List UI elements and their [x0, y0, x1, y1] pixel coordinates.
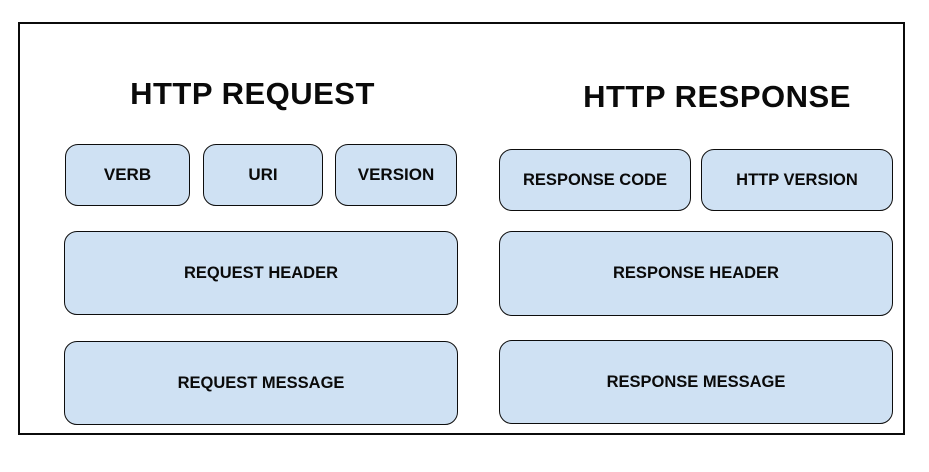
node-response-header-label: RESPONSE HEADER: [613, 264, 779, 283]
node-response-header: RESPONSE HEADER: [499, 231, 893, 316]
node-verb: VERB: [65, 144, 190, 206]
node-http-version-label: HTTP VERSION: [736, 170, 858, 189]
node-uri: URI: [203, 144, 323, 206]
node-request-message: REQUEST MESSAGE: [64, 341, 458, 425]
http-request-title: HTTP REQUEST: [130, 76, 375, 111]
node-uri-label: URI: [248, 164, 278, 184]
node-response-code-label: RESPONSE CODE: [523, 170, 667, 189]
node-response-message-label: RESPONSE MESSAGE: [606, 372, 786, 391]
diagram-frame: HTTP REQUEST VERB URI VERSION REQUEST HE…: [18, 22, 905, 435]
node-response-message: RESPONSE MESSAGE: [499, 340, 893, 424]
node-response-code: RESPONSE CODE: [499, 149, 691, 211]
node-version-label: VERSION: [357, 164, 435, 184]
node-request-header-label: REQUEST HEADER: [183, 263, 339, 282]
node-request-header: REQUEST HEADER: [64, 231, 458, 315]
node-http-version: HTTP VERSION: [701, 149, 893, 211]
http-request-column: HTTP REQUEST VERB URI VERSION REQUEST HE…: [20, 24, 485, 433]
node-verb-label: VERB: [103, 164, 152, 184]
http-response-title: HTTP RESPONSE: [583, 79, 851, 114]
http-response-column: HTTP RESPONSE RESPONSE CODE HTTP VERSION…: [485, 24, 929, 433]
node-request-message-label: REQUEST MESSAGE: [177, 373, 345, 392]
node-version: VERSION: [335, 144, 457, 206]
